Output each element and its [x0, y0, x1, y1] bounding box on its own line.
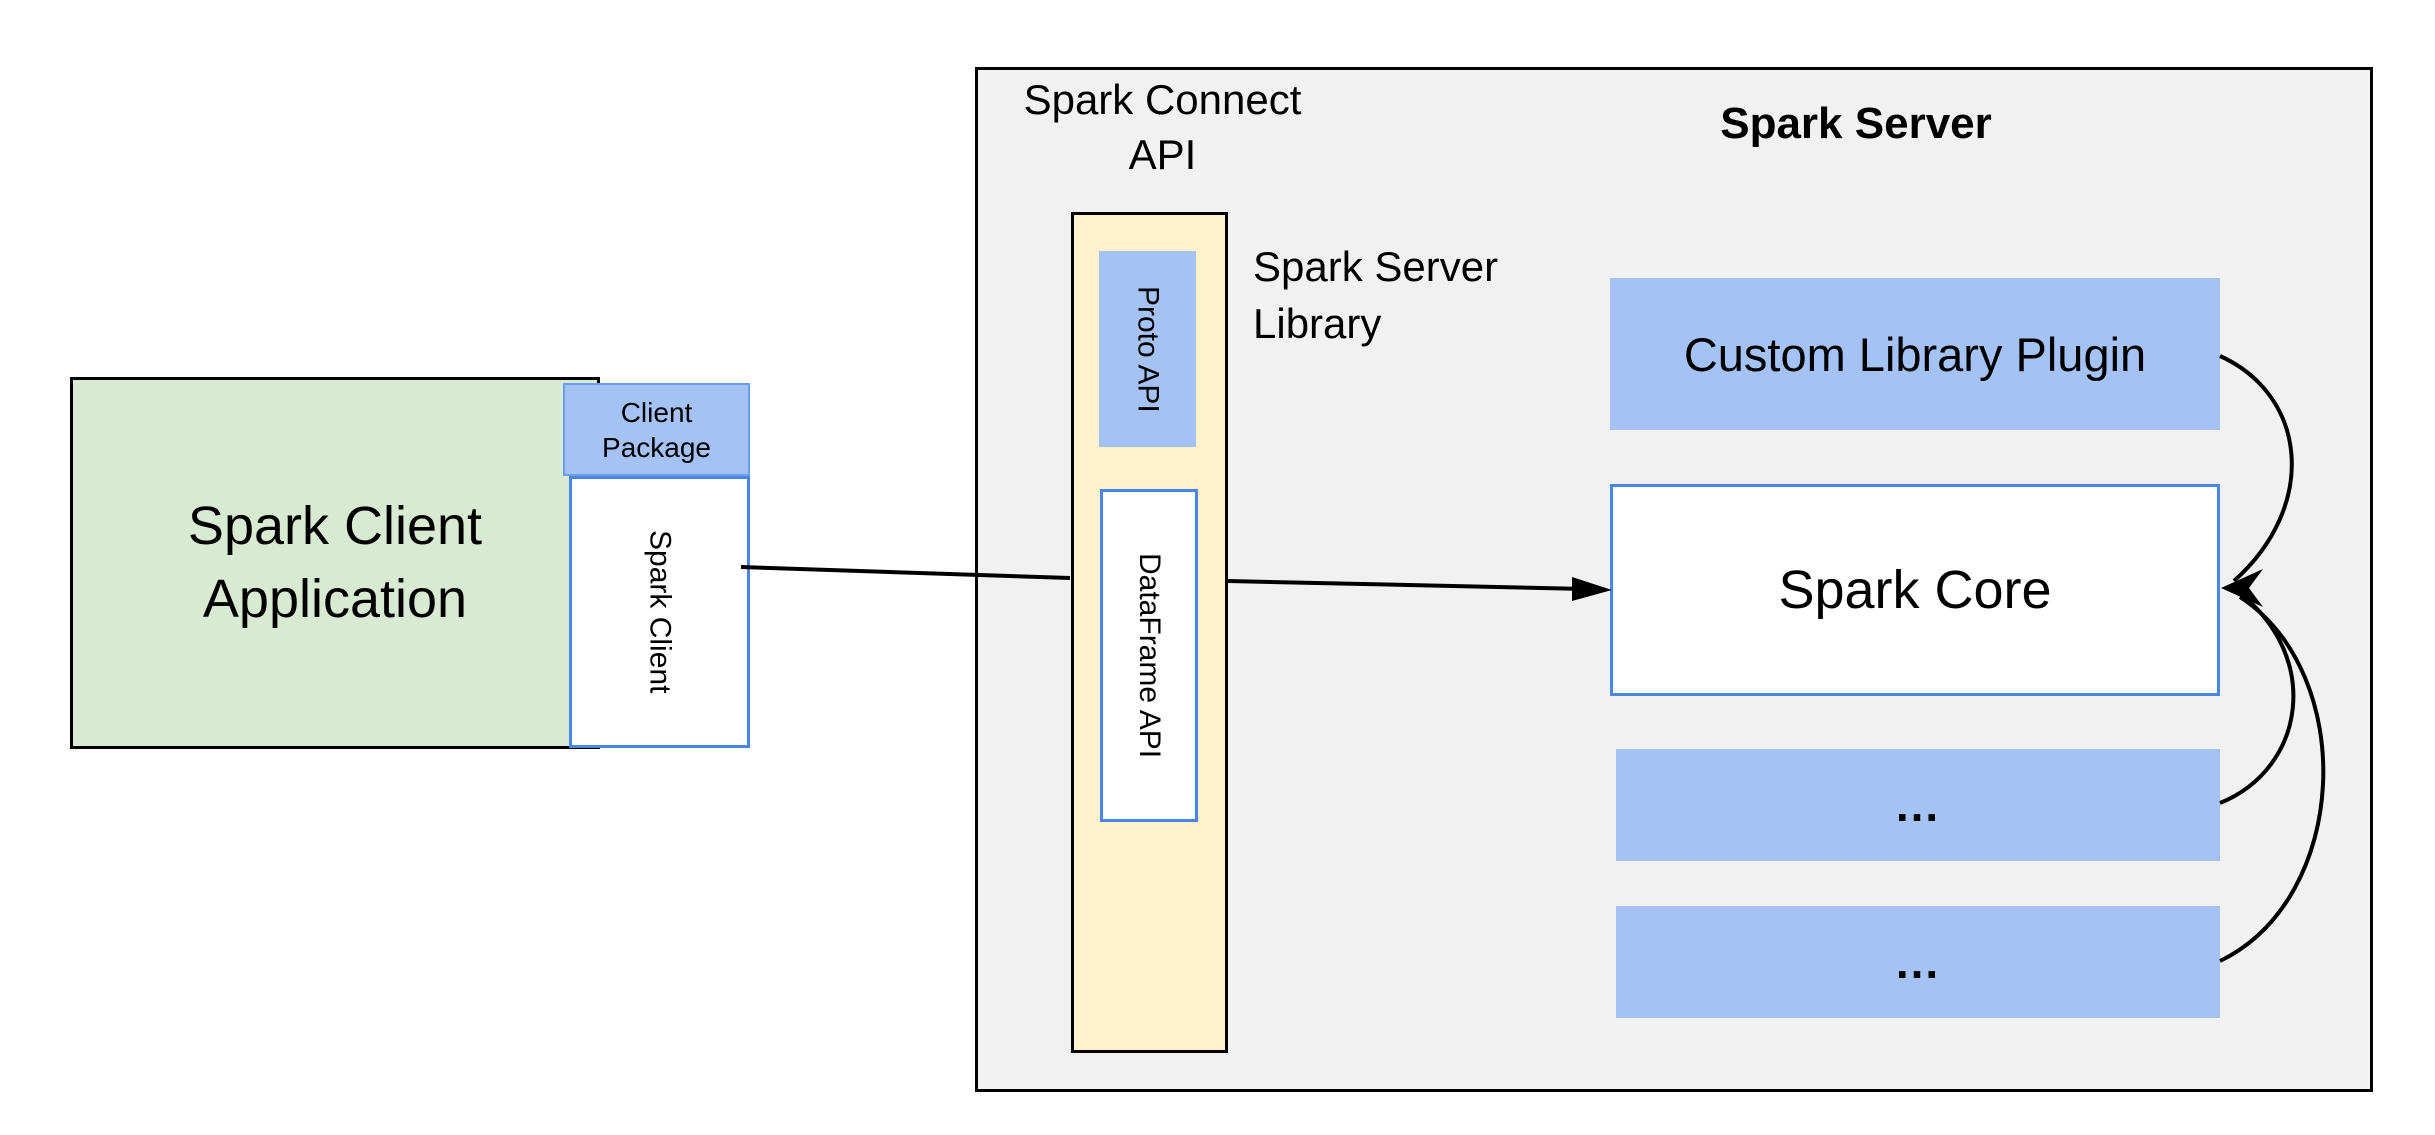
spark-core-box: Spark Core	[1610, 484, 2220, 696]
custom-library-plugin-box: Custom Library Plugin	[1610, 278, 2220, 430]
spark-client-application-box: Spark Client Application	[70, 377, 600, 749]
spark-client-box: Spark Client	[569, 476, 750, 748]
custom-library-plugin-label: Custom Library Plugin	[1683, 327, 2147, 381]
placeholder-label-1: ...	[1895, 779, 1941, 831]
dataframe-api-box: DataFrame API	[1100, 489, 1198, 822]
dataframe-api-label: DataFrame API	[1133, 552, 1166, 759]
spark-server-label: Spark Server	[1720, 99, 1992, 148]
spark-client-label: Spark Client	[643, 530, 677, 694]
spark-client-application-label: Spark Client Application	[187, 496, 483, 629]
placeholder-label-2: ...	[1895, 936, 1941, 988]
proto-api-box: Proto API	[1099, 251, 1196, 447]
client-package-box: Client Package	[563, 383, 750, 476]
client-package-label: Client Package	[602, 396, 711, 463]
placeholder-box-2: ...	[1616, 906, 2220, 1018]
spark-core-label: Spark Core	[1778, 560, 2052, 620]
spark-server-library-label: Spark Server Library	[1253, 243, 1499, 347]
spark-connect-api-label: Spark Connect API	[1023, 76, 1302, 178]
proto-api-label: Proto API	[1131, 285, 1165, 413]
placeholder-box-1: ...	[1616, 749, 2220, 861]
